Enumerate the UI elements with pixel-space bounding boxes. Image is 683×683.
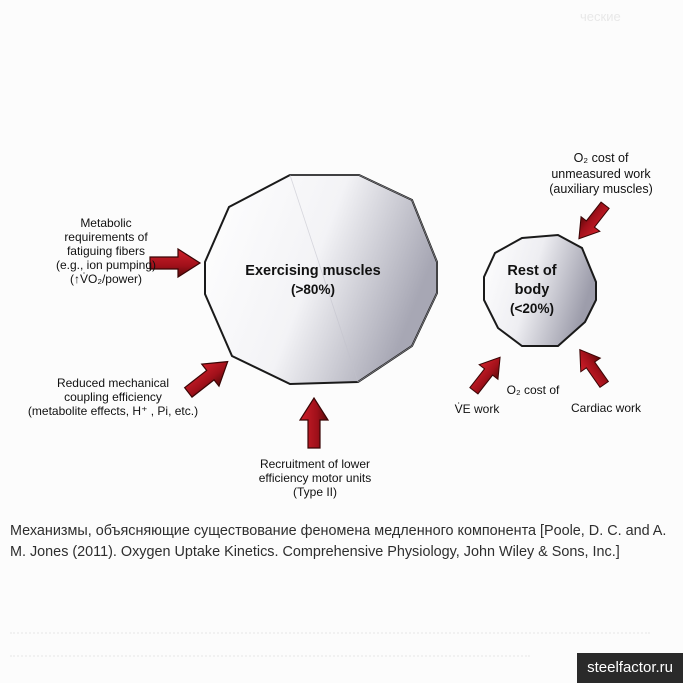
figure-caption: Механизмы, объясняющие существование фен… [10, 523, 667, 560]
site-watermark: steelfactor.ru [577, 653, 683, 683]
exercising-muscles-title: Exercising muscles [245, 263, 380, 279]
exercising-muscles-percent: (>80%) [291, 282, 335, 297]
physiology-diagram: Exercising muscles (>80%) Rest of body (… [149, 174, 615, 449]
label-coupling-efficiency: Reduced mechanical coupling efficiency (… [27, 376, 199, 418]
label-recruitment: Recruitment of lower efficiency motor un… [258, 457, 372, 499]
faint-text-line [10, 655, 530, 667]
exercising-muscles-shape [204, 174, 438, 386]
faint-header-text: ческие [580, 9, 621, 24]
arrow-o2-unmeasured [569, 197, 615, 247]
label-ve-work: V̇E work [454, 402, 500, 416]
label-o2-cost-of: O₂ cost of [506, 383, 560, 397]
rest-of-body-percent: (<20%) [510, 301, 554, 316]
label-metabolic-requirements: Metabolic requirements of fatiguing fibe… [55, 216, 157, 286]
label-o2-unmeasured-work: O₂ cost of unmeasured work (auxiliary mu… [549, 151, 653, 196]
rest-of-body-shape [483, 233, 597, 347]
rest-of-body-title-2: body [515, 282, 550, 298]
rest-of-body-title-1: Rest of [507, 263, 556, 279]
label-cardiac-work: Cardiac work [570, 401, 642, 415]
arrow-recruitment [299, 397, 329, 449]
arrow-cardiac-work [569, 342, 615, 392]
faint-text-line [10, 632, 650, 644]
